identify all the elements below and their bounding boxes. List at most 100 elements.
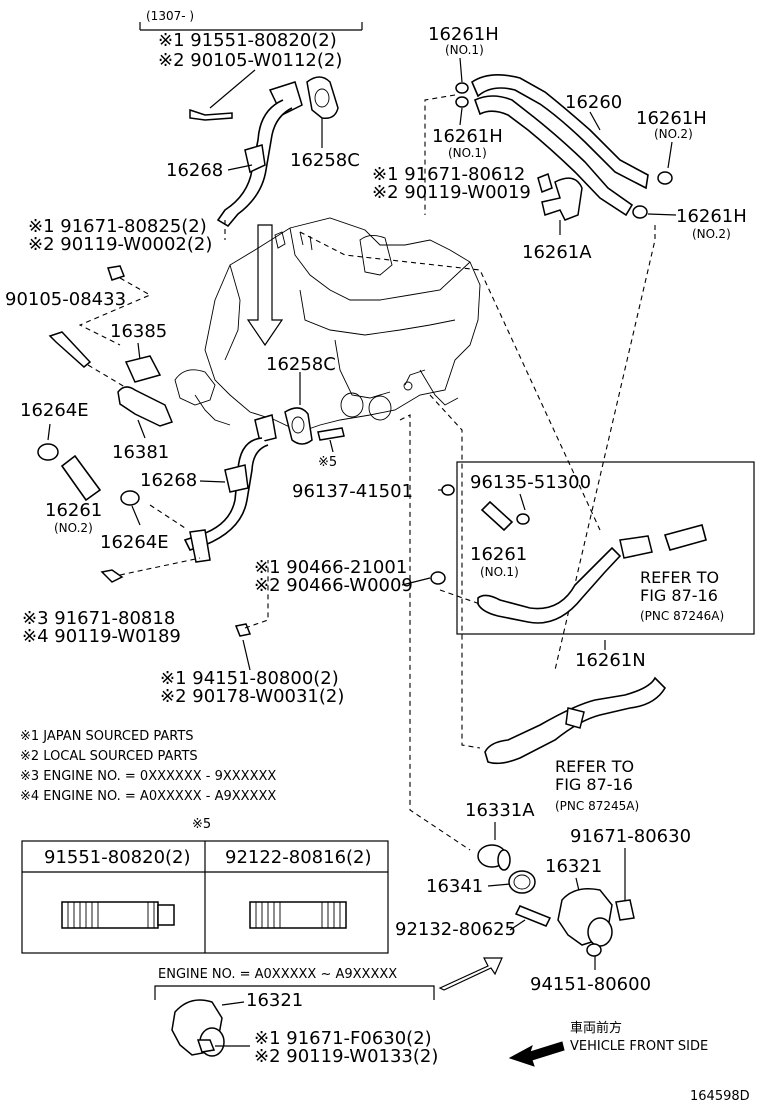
part-label-16261h-3: 16261H (636, 108, 707, 129)
gasket-16258c-top (306, 76, 339, 120)
thermostat-16331a (477, 844, 511, 871)
clamp-16264e-top (37, 443, 59, 461)
inset-box (456, 461, 755, 635)
part-label-16261-no2: 16261 (45, 500, 102, 521)
engine-range-label: ENGINE NO. = A0XXXXX ~ A9XXXXX (158, 967, 397, 982)
stud-92132 (514, 905, 552, 927)
bolt-91671-f0630 (196, 1039, 216, 1053)
part-label-16321: 16321 (545, 856, 602, 877)
bolt-91671-80818 (100, 569, 124, 583)
clamp-16261h-1 (455, 82, 469, 108)
hose-16261-no1 (480, 500, 530, 532)
part-label-16268-top: 16268 (166, 160, 223, 181)
water-pipe-16268-bottom (183, 414, 277, 563)
part-label-16261n: 16261N (575, 650, 646, 671)
callout-90466-21001: ※1 90466-21001 (254, 557, 407, 578)
note-4: ※4 ENGINE NO. = A0XXXXX - A9XXXXX (20, 789, 276, 804)
clamp-16264e-bottom (120, 490, 140, 506)
gasket-16258c-bottom (284, 407, 313, 445)
nut-94151-80600 (586, 943, 602, 957)
part-label-96137-41501: 96137-41501 (292, 481, 413, 502)
hose-16261-no2 (60, 454, 102, 502)
part-label-16268-bottom: 16268 (140, 470, 197, 491)
gasket-16341 (508, 870, 536, 894)
table-header-2: 92122-80816(2) (225, 847, 372, 868)
note-1: ※1 JAPAN SOURCED PARTS (20, 729, 194, 744)
callout-90119-w0133: ※2 90119-W0133(2) (254, 1046, 438, 1067)
part-label-16261h-1: 16261H (428, 24, 499, 45)
nut-small (107, 265, 125, 281)
clamp-90466 (430, 571, 446, 585)
callout-91671-80818: ※3 91671-80818 (22, 608, 175, 629)
water-inlet-16321-b (171, 999, 225, 1057)
refer-text-2c: (PNC 87245A) (555, 799, 639, 813)
callout-90119-w0019: ※2 90119-W0019 (372, 182, 531, 203)
bracket-16385 (124, 355, 162, 383)
part-label-91671-80630: 91671-80630 (570, 826, 691, 847)
part-label-16261h-2: 16261H (432, 126, 503, 147)
label-no2-b: (NO.2) (654, 127, 693, 141)
bracket-16381 (117, 386, 173, 427)
part-label-92132-80625: 92132-80625 (395, 919, 516, 940)
vehicle-front-en: VEHICLE FRONT SIDE (570, 1039, 708, 1054)
part-label-16261h-4: 16261H (676, 206, 747, 227)
table-header-1: 91551-80820(2) (44, 847, 191, 868)
label-no2: (NO.2) (54, 521, 93, 535)
stud-bolt (317, 427, 345, 441)
part-label-16258c-bottom: 16258C (266, 354, 336, 375)
part-label-16264e-bottom: 16264E (100, 532, 169, 553)
callout-90105-w0112: ※2 90105-W0112(2) (158, 50, 342, 71)
stud-image-2 (249, 901, 347, 929)
table-ref: ※5 (192, 817, 211, 832)
stud-table (21, 840, 389, 954)
part-label-16381: 16381 (112, 442, 169, 463)
label-no1-a: (NO.1) (445, 43, 484, 57)
clamp-16261h-3 (657, 171, 673, 185)
callout-94151-80800: ※1 94151-80800(2) (160, 668, 339, 689)
note-2: ※2 LOCAL SOURCED PARTS (20, 749, 198, 764)
callout-91671-80612: ※1 91671-80612 (372, 164, 525, 185)
stud-image-1 (61, 901, 175, 929)
part-label-16261-no1: 16261 (470, 544, 527, 565)
inset-hose (477, 524, 707, 624)
ref-x5: ※5 (318, 455, 337, 470)
callout-90178-w0031: ※2 90178-W0031(2) (160, 686, 344, 707)
figure-id: 164598D (690, 1089, 750, 1104)
part-label-16261a: 16261A (522, 242, 592, 263)
bolt-91671-80612 (537, 172, 553, 194)
vehicle-front-arrow (508, 1041, 565, 1067)
part-label-16341: 16341 (426, 876, 483, 897)
part-label-90105-08433: 90105-08433 (5, 289, 126, 310)
part-label-94151-80600: 94151-80600 (530, 974, 651, 995)
bolt-90105 (189, 108, 233, 121)
callout-91551-80820: ※1 91551-80820(2) (158, 30, 337, 51)
refer-text-1b: FIG 87-16 (640, 586, 718, 605)
bracket-16261a (541, 177, 583, 221)
water-inlet-16321 (557, 888, 613, 947)
callout-91671-f0630: ※1 91671-F0630(2) (254, 1028, 432, 1049)
label-no1-c: (NO.1) (480, 565, 519, 579)
part-label-96135-51300: 96135-51300 (470, 472, 591, 493)
hose-16261n (484, 676, 667, 765)
callout-90119-w0189: ※4 90119-W0189 (22, 626, 181, 647)
part-label-16264e-top: 16264E (20, 400, 89, 421)
clamp-16261h-4 (632, 205, 648, 219)
part-label-16321-b: 16321 (246, 990, 303, 1011)
engine-block (174, 217, 481, 433)
label-no2-c: (NO.2) (692, 227, 731, 241)
long-bolt (48, 331, 92, 368)
refer-text-2b: FIG 87-16 (555, 775, 633, 794)
label-no1-b: (NO.1) (448, 146, 487, 160)
callout-90466-w0009: ※2 90466-W0009 (254, 575, 413, 596)
hose-16260 (471, 74, 649, 217)
refer-text-1: REFER TO (640, 568, 719, 587)
clamp-96137 (441, 484, 455, 496)
nut-94151 (234, 623, 252, 637)
range-label: (1307- ) (146, 9, 194, 23)
refer-text-2: REFER TO (555, 757, 634, 776)
bolt-91671-80630 (615, 899, 635, 921)
part-label-16260: 16260 (565, 92, 622, 113)
vehicle-front-jp: 車両前方 (570, 1020, 622, 1036)
part-label-16258c-top: 16258C (290, 150, 360, 171)
